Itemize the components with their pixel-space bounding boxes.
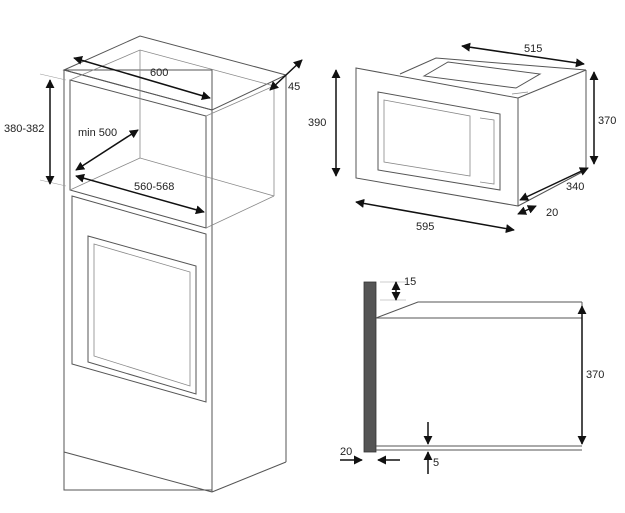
label-niche-height: 380-382	[4, 123, 44, 135]
label-side-bottom: 5	[433, 457, 439, 469]
label-side-top: 15	[404, 276, 416, 288]
cabinet-drawing	[62, 35, 288, 493]
dim-line-niche-width	[75, 173, 205, 215]
label-niche-depth: min 500	[78, 127, 117, 139]
dim-line-mw-width	[355, 198, 515, 234]
label-mw-depth: 515	[524, 43, 542, 55]
label-cabinet-width: 600	[150, 67, 168, 79]
dim-line-mw-frame	[517, 205, 537, 215]
label-mw-height-body: 370	[598, 115, 616, 127]
dim-line-cabinet-width	[73, 55, 211, 101]
dim-line-mw-depth	[461, 42, 585, 68]
label-side-height: 370	[586, 369, 604, 381]
label-mw-width: 595	[416, 221, 434, 233]
label-niche-width: 560-568	[134, 181, 174, 193]
label-mw-frame: 20	[546, 207, 558, 219]
dim-line-niche-depth	[75, 129, 139, 171]
microwave-drawing	[355, 57, 587, 207]
label-cabinet-depth: 45	[288, 81, 300, 93]
dim-line-mw-body-depth	[519, 167, 589, 201]
label-mw-body-depth: 340	[566, 181, 584, 193]
side-section-drawing	[363, 281, 583, 453]
dim-line-cabinet-depth	[269, 59, 303, 91]
label-mw-height-front: 390	[308, 117, 326, 129]
label-side-frame: 20	[340, 446, 352, 458]
